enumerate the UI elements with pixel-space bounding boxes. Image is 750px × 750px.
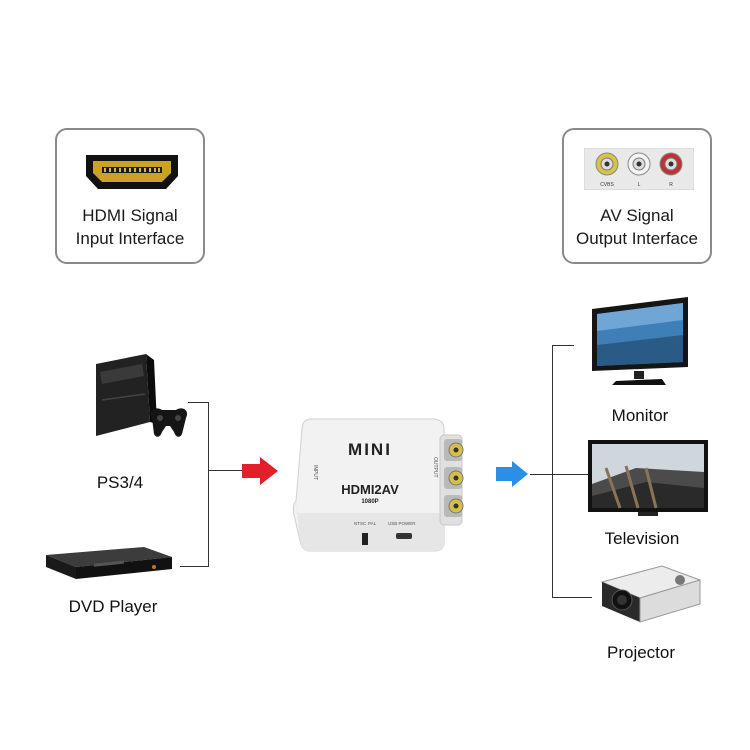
television-label: Television bbox=[604, 529, 680, 548]
left-bracket-stem bbox=[208, 470, 242, 471]
input-card-title: HDMI Signal bbox=[82, 206, 178, 225]
device-resolution: 1080P bbox=[361, 499, 378, 505]
television-icon bbox=[588, 440, 708, 516]
jack-label-l: L bbox=[638, 182, 641, 188]
device-brand: MINI bbox=[348, 440, 392, 459]
jack-label-cvbs: CVBS bbox=[600, 182, 614, 188]
left-bracket-bottom bbox=[180, 566, 209, 567]
rca-jacks-icon: CVBS L R bbox=[584, 148, 694, 190]
monitor-icon bbox=[592, 297, 688, 385]
jack-label-r: R bbox=[669, 182, 673, 188]
hdmi-connector-icon bbox=[86, 155, 178, 189]
right-bracket-middle bbox=[552, 474, 588, 475]
output-card-subtitle: Output Interface bbox=[576, 229, 698, 248]
hdmi2av-converter: MINI HDMI2AV 1080P INPUT OUTPUT NTSC PAL… bbox=[292, 418, 464, 552]
output-card-title: AV Signal bbox=[600, 206, 674, 225]
left-bracket-top bbox=[188, 402, 208, 403]
ps-label: PS3/4 bbox=[96, 473, 144, 492]
av-output-card: CVBS L R AV Signal Output Interface bbox=[562, 128, 712, 264]
output-arrow-icon bbox=[496, 461, 528, 487]
right-bracket-vertical bbox=[552, 345, 553, 598]
dvd-player-icon bbox=[46, 547, 172, 579]
right-bracket-stem bbox=[530, 474, 552, 475]
device-output-label: OUTPUT bbox=[432, 457, 438, 478]
right-bracket-bottom bbox=[552, 597, 592, 598]
device-switch-label-b: PAL bbox=[368, 521, 377, 526]
input-card-subtitle: Input Interface bbox=[75, 229, 185, 248]
left-bracket-vertical bbox=[208, 402, 209, 566]
projector-icon bbox=[600, 565, 702, 623]
monitor-label: Monitor bbox=[611, 406, 669, 425]
device-power-label: USB POWER bbox=[388, 521, 416, 526]
device-switch-label-a: NTSC bbox=[354, 521, 367, 526]
right-bracket-top bbox=[552, 345, 574, 346]
dvd-player-label: DVD Player bbox=[68, 597, 158, 616]
device-input-label: INPUT bbox=[312, 465, 318, 480]
hdmi-input-card: HDMI Signal Input Interface bbox=[55, 128, 205, 264]
device-model: HDMI2AV bbox=[341, 482, 399, 497]
input-arrow-icon bbox=[242, 457, 278, 485]
game-console-icon bbox=[96, 354, 188, 437]
projector-label: Projector bbox=[606, 643, 676, 662]
